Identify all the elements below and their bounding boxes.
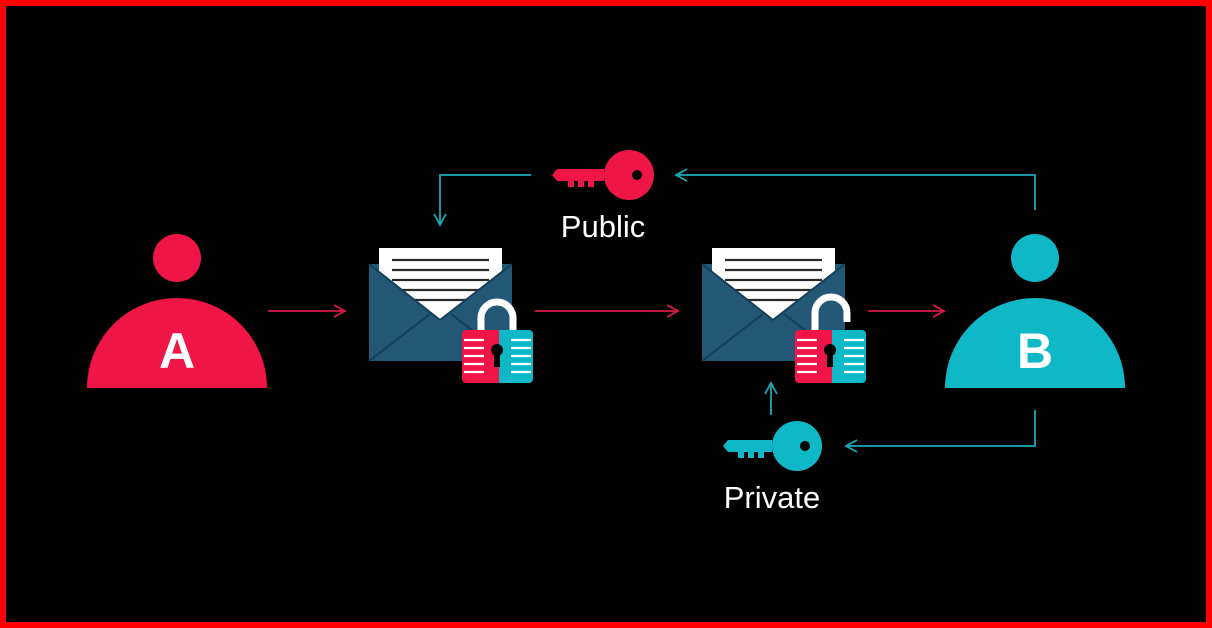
private-key-icon: [723, 421, 822, 471]
closed-padlock-icon: [462, 298, 533, 383]
arrow-public-key-to-envelope: [433, 174, 531, 227]
public-key-icon: [552, 150, 654, 200]
receiver-label: B: [1017, 323, 1053, 379]
sender-label: A: [159, 323, 195, 379]
public-key-label: Public: [561, 209, 645, 244]
receiver-body: [945, 298, 1125, 388]
arrow-b-to-private-key: [844, 410, 1036, 453]
receiver-head: [1011, 234, 1059, 282]
receiver-person: B: [945, 234, 1125, 388]
sender-body: [87, 298, 267, 388]
sender-person: A: [87, 234, 267, 388]
open-padlock-icon: [795, 293, 866, 383]
sender-head: [153, 234, 201, 282]
arrow-b-to-public-key: [674, 168, 1036, 210]
private-key-label: Private: [724, 480, 820, 515]
